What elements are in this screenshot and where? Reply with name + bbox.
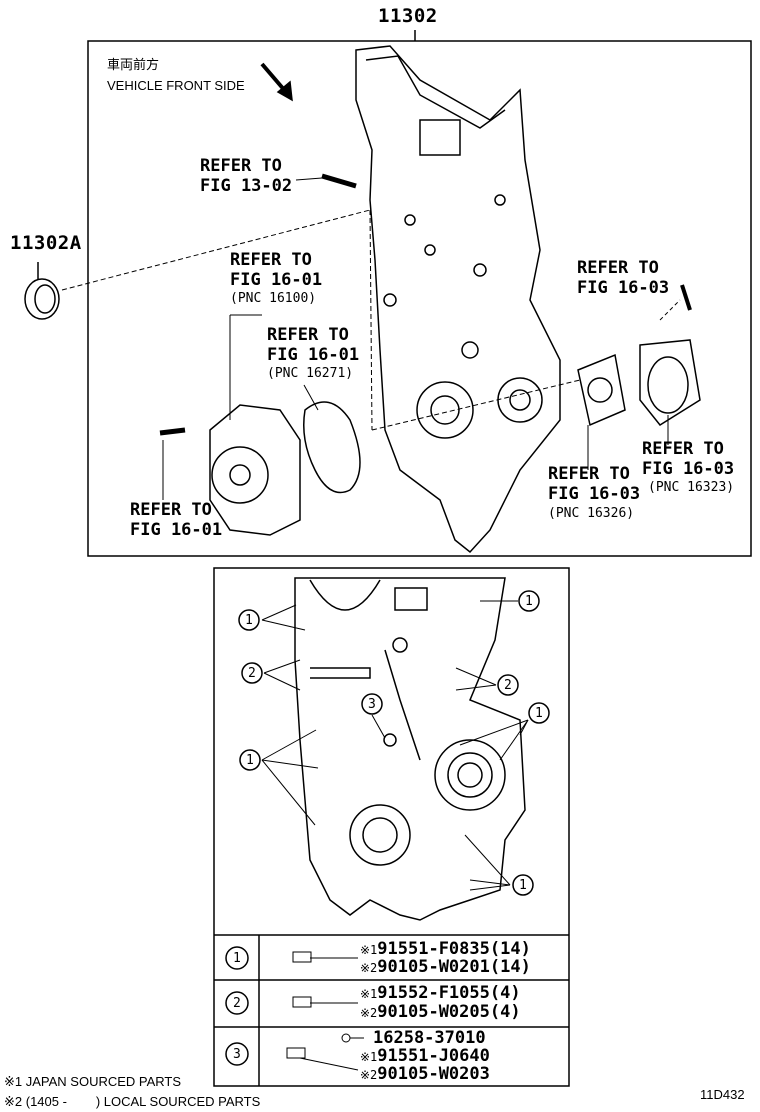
circle-mark-1: 1 <box>519 878 527 893</box>
table-part-row[interactable]: ※290105-W0203 <box>360 1064 490 1084</box>
water-pump-drawing <box>209 404 301 536</box>
table-part-row[interactable]: 16258-37010 <box>373 1028 486 1048</box>
lower-frame <box>213 567 570 1087</box>
front-direction-arrow-icon <box>260 62 293 102</box>
water-pump-gasket-drawing <box>303 401 361 494</box>
direction-label-en: VEHICLE FRONT SIDE <box>107 78 245 93</box>
circle-mark-3: 3 <box>368 697 376 712</box>
footnote-japan: ※1 JAPAN SOURCED PARTS <box>4 1074 182 1089</box>
inlet-gasket-drawing <box>577 353 626 427</box>
direction-label-jp: 車両前方 <box>107 57 160 72</box>
circle-mark-2: 2 <box>504 678 512 693</box>
timing-chain-cover-drawing <box>355 45 561 554</box>
table-part-row[interactable]: ※191551-J0640 <box>360 1046 490 1066</box>
circle-mark-2: 2 <box>248 666 256 681</box>
bolt-table-grid <box>214 934 569 1086</box>
table-part-row[interactable]: ※290105-W0201(14) <box>360 957 531 977</box>
upper-frame <box>87 40 752 557</box>
table-part-row[interactable]: ※191551-F0835(14) <box>360 939 531 959</box>
circle-marks <box>225 590 550 1066</box>
table-part-row[interactable]: ※191552-F1055(4) <box>360 983 521 1003</box>
table-mark: 1 <box>233 951 241 966</box>
main-part-number[interactable]: 11302 <box>378 5 438 27</box>
table-mark: 2 <box>233 996 241 1011</box>
table-part-row[interactable]: ※290105-W0205(4) <box>360 1002 521 1022</box>
circle-mark-1: 1 <box>535 706 543 721</box>
table-mark: 3 <box>233 1047 241 1062</box>
figure-code: 11D432 <box>700 1087 745 1102</box>
stud-bolt-drawing <box>321 173 357 189</box>
bolt-drawing <box>159 427 186 436</box>
circle-mark-1: 1 <box>525 594 533 609</box>
footnote-local: ※2 (1405 - ) LOCAL SOURCED PARTS <box>4 1094 261 1109</box>
seal-part-number[interactable]: 11302A <box>10 232 82 254</box>
water-inlet-drawing <box>639 339 701 426</box>
bolt-location-drawing <box>294 577 526 921</box>
circle-mark-1: 1 <box>245 613 253 628</box>
circle-mark-1: 1 <box>246 753 254 768</box>
oil-seal-drawing <box>24 278 60 320</box>
